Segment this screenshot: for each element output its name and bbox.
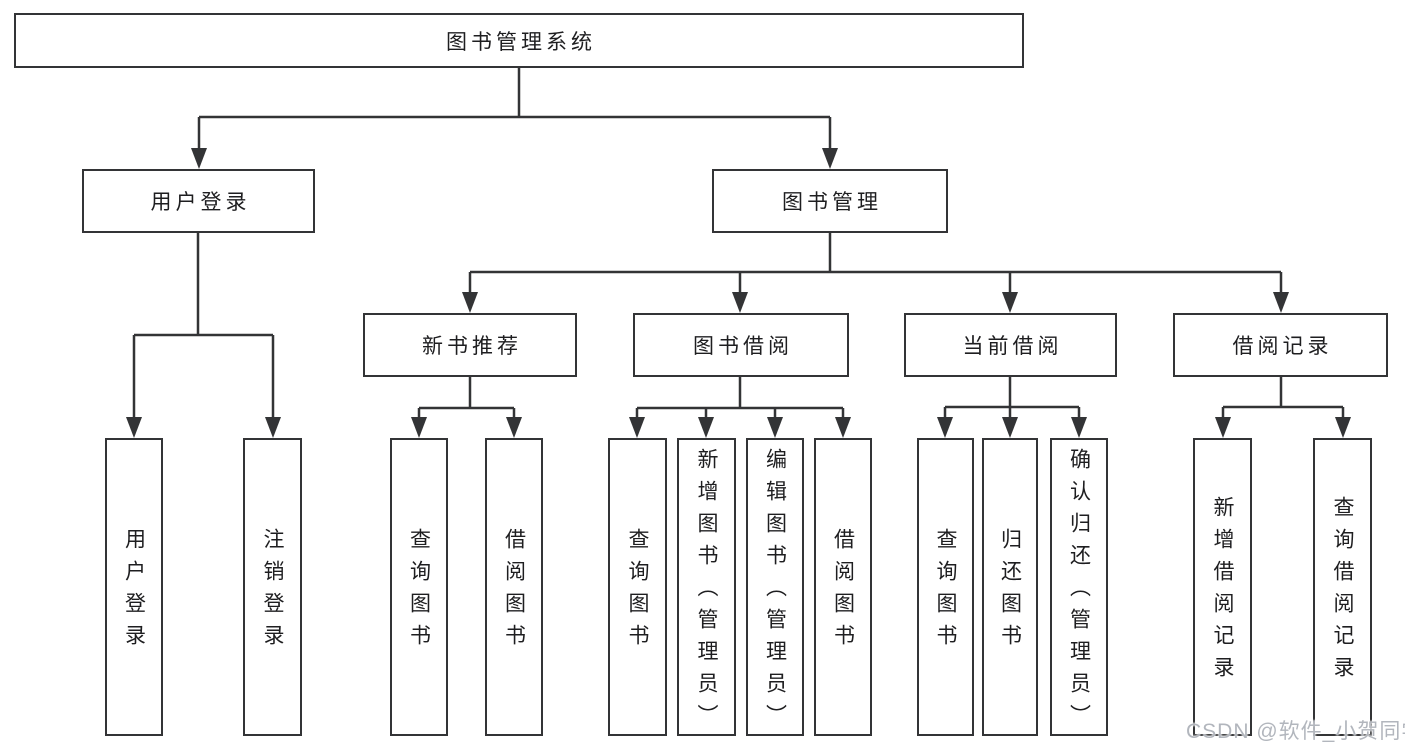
node-book-borrowing: 图书借阅 [633,313,849,377]
leaf-current-query-books: 查询图书 [917,438,974,736]
node-label: 新增借阅记录 [1211,496,1234,688]
node-label: 借阅图书 [502,528,526,656]
connector-lines [132,68,1345,421]
node-label: 用户登录 [150,191,251,214]
node-label: 注销登录 [261,528,284,656]
leaf-records-add-borrow-record: 新增借阅记录 [1193,438,1252,736]
leaf-borrowing-query-books: 查询图书 [608,438,667,736]
leaf-user-login: 用户登录 [105,438,163,736]
node-label: 用户登录 [122,528,146,656]
node-label: 确认归还（管理员） [1067,448,1091,736]
node-label: 查询图书 [626,528,649,656]
node-new-book-recommend: 新书推荐 [363,313,577,377]
node-label: 查询借阅记录 [1331,496,1354,688]
node-label: 借阅图书 [831,528,855,656]
leaf-current-confirm-return-admin: 确认归还（管理员） [1050,438,1108,736]
node-label: 归还图书 [998,528,1022,656]
leaf-borrowing-borrow-books: 借阅图书 [814,438,872,736]
node-label: 新增图书（管理员） [695,448,718,736]
leaf-borrowing-add-books-admin: 新增图书（管理员） [677,438,736,736]
leaf-borrowing-edit-books-admin: 编辑图书（管理员） [746,438,804,736]
leaf-recommend-query-books: 查询图书 [390,438,448,736]
node-borrowing-records: 借阅记录 [1173,313,1388,377]
arrowhead-icon [126,148,1351,438]
node-label: 图书管理 [782,191,882,214]
leaf-current-return-books: 归还图书 [982,438,1038,736]
leaf-records-query-borrow-record: 查询借阅记录 [1313,438,1372,736]
node-current-borrowing: 当前借阅 [904,313,1117,377]
node-book-management: 图书管理 [712,169,948,233]
node-label: 借阅记录 [1232,335,1333,358]
node-label: 新书推荐 [422,335,522,358]
node-label: 查询图书 [407,528,431,656]
node-label: 编辑图书（管理员） [763,448,787,736]
node-user-login: 用户登录 [82,169,315,233]
leaf-recommend-borrow-books: 借阅图书 [485,438,543,736]
leaf-logout: 注销登录 [243,438,302,736]
watermark-text: CSDN @软件_小贺同学 [1186,720,1405,743]
node-label: 图书借阅 [693,335,793,358]
node-label: 查询图书 [934,528,957,656]
node-library-system: 图书管理系统 [14,13,1024,68]
node-label: 当前借阅 [962,335,1063,358]
node-label: 图书管理系统 [446,30,596,54]
